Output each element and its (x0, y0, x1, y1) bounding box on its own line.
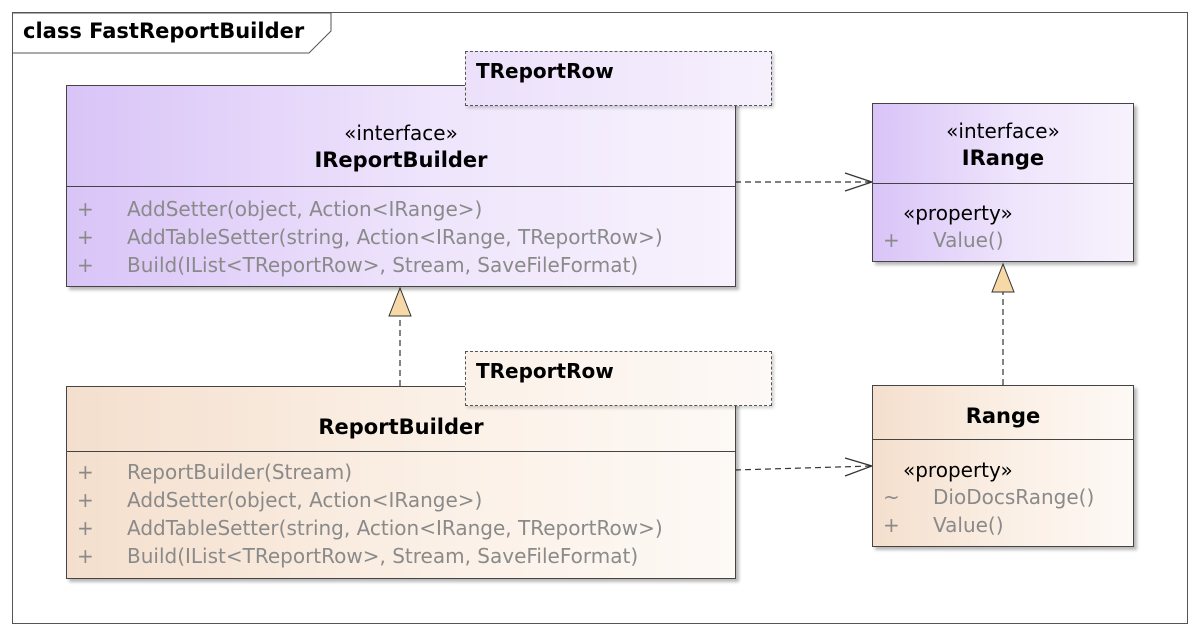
template-parameter-ireportbuilder: TReportRow (465, 51, 772, 106)
class-name: Range (965, 404, 1041, 428)
stereotype-label: «interface» (946, 119, 1060, 143)
class-irange[interactable]: «interface» IRange «property» + Value() (872, 103, 1134, 262)
property-stereotype: «property» (903, 201, 1013, 225)
class-name: IReportBuilder (314, 148, 488, 172)
visibility-marker: + (77, 197, 94, 221)
operation-row: + AddSetter(object, Action<IRange>) (67, 487, 735, 515)
class-name: ReportBuilder (318, 415, 484, 439)
operation-signature: AddTableSetter(string, Action<IRange, TR… (127, 516, 663, 540)
visibility-marker: + (883, 513, 900, 537)
operation-signature: AddTableSetter(string, Action<IRange, TR… (127, 225, 663, 249)
operation-row: + AddTableSetter(string, Action<IRange, … (67, 515, 735, 543)
operation-row: + Value() (873, 227, 1133, 255)
class-header: Range (873, 386, 1133, 440)
class-header: «interface» IReportBuilder (67, 86, 735, 187)
operation-signature: Value() (933, 228, 1004, 252)
template-parameter-label: TReportRow (476, 59, 614, 83)
visibility-marker: + (77, 544, 94, 568)
frame-tab (13, 13, 332, 54)
operation-row: + Build(IList<TReportRow>, Stream, SaveF… (67, 543, 735, 571)
operation-signature: Build(IList<TReportRow>, Stream, SaveFil… (127, 253, 639, 277)
operation-signature: Build(IList<TReportRow>, Stream, SaveFil… (127, 544, 639, 568)
realization-arrowhead-ireportbuilder (388, 286, 412, 317)
realization-arrowhead-irange (991, 262, 1015, 293)
visibility-marker: + (77, 253, 94, 277)
operation-row: + ReportBuilder(Stream) (67, 459, 735, 487)
operation-signature: AddSetter(object, Action<IRange>) (127, 488, 483, 512)
operation-signature: ReportBuilder(Stream) (127, 460, 352, 484)
visibility-marker: + (77, 516, 94, 540)
operation-signature: Value() (933, 513, 1004, 537)
class-header: ReportBuilder (67, 387, 735, 452)
class-ireportbuilder[interactable]: «interface» IReportBuilder + AddSetter(o… (66, 85, 736, 287)
template-parameter-label: TReportRow (476, 359, 614, 383)
operation-row: + AddTableSetter(string, Action<IRange, … (67, 224, 735, 252)
operations-compartment: + AddSetter(object, Action<IRange>) + Ad… (67, 187, 735, 280)
visibility-marker: + (883, 228, 900, 252)
visibility-marker: + (77, 460, 94, 484)
operation-row: + AddSetter(object, Action<IRange>) (67, 196, 735, 224)
class-header: «interface» IRange (873, 104, 1133, 184)
operation-signature: AddSetter(object, Action<IRange>) (127, 197, 483, 221)
dependency-line-reportbuilder-range (734, 465, 873, 471)
class-reportbuilder[interactable]: ReportBuilder + ReportBuilder(Stream) + … (66, 386, 736, 579)
operation-row: ~ DioDocsRange() (873, 484, 1133, 512)
operations-compartment: + ReportBuilder(Stream) + AddSetter(obje… (67, 452, 735, 571)
diagram-frame: class FastReportBuilder (12, 12, 1188, 624)
property-stereotype: «property» (903, 458, 1013, 482)
class-range[interactable]: Range «property» ~ DioDocsRange() + Valu… (872, 385, 1134, 547)
stereotype-label: «interface» (344, 121, 458, 145)
operations-compartment: «property» + Value() (873, 184, 1133, 255)
template-parameter-reportbuilder: TReportRow (465, 351, 772, 406)
operation-signature: DioDocsRange() (933, 485, 1095, 509)
operation-row: + Build(IList<TReportRow>, Stream, SaveF… (67, 252, 735, 280)
visibility-marker: ~ (883, 485, 900, 509)
visibility-marker: + (77, 225, 94, 249)
operations-compartment: «property» ~ DioDocsRange() + Value() (873, 440, 1133, 540)
operation-row: + Value() (873, 512, 1133, 540)
class-name: IRange (961, 146, 1045, 170)
visibility-marker: + (77, 488, 94, 512)
frame-title: class FastReportBuilder (23, 19, 305, 43)
